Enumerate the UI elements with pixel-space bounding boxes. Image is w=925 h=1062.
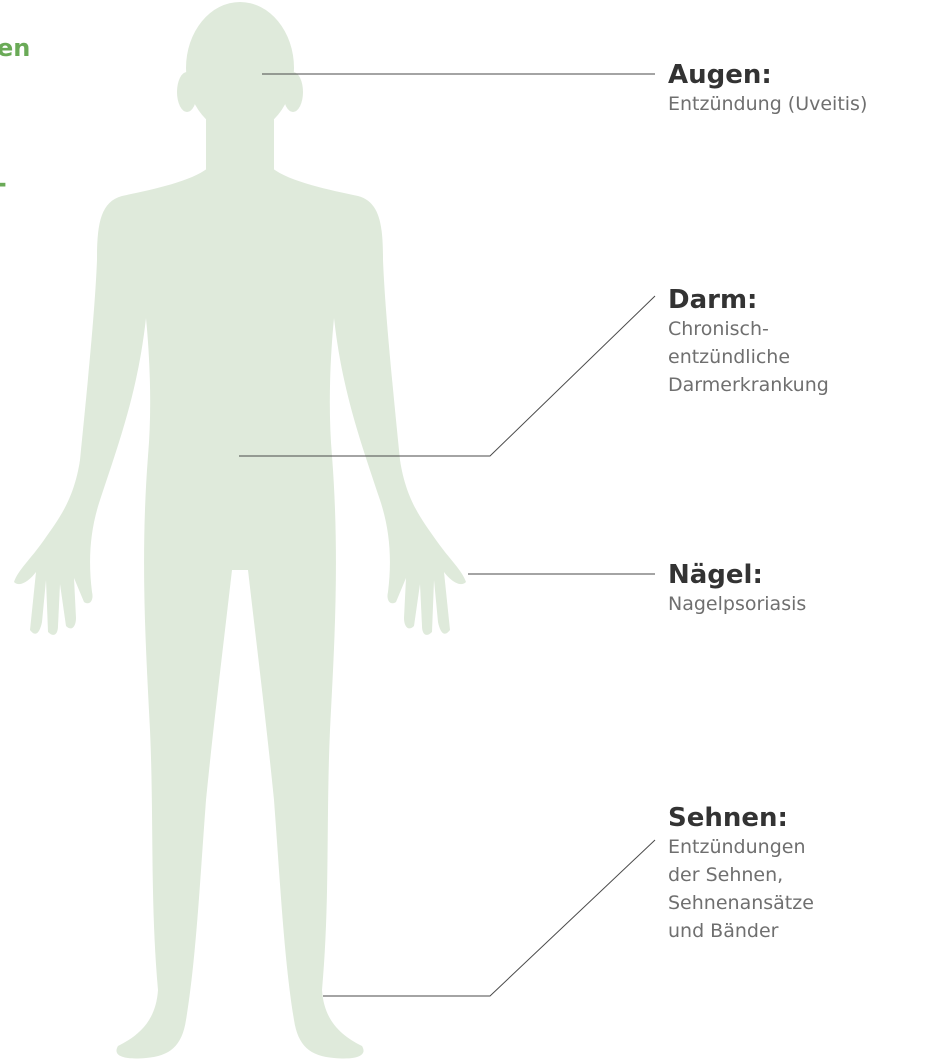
callout-desc-line: Nagelpsoriasis — [668, 590, 806, 618]
callout-augen: Augen: Entzündung (Uveitis) — [668, 60, 867, 118]
callout-desc-line: und Bänder — [668, 917, 814, 945]
callout-desc-naegel: Nagelpsoriasis — [668, 590, 806, 618]
callout-title-darm: Darm: — [668, 285, 829, 315]
body-silhouette — [14, 2, 466, 1059]
callout-desc-line: Entzündung (Uveitis) — [668, 90, 867, 118]
callout-desc-line: Darmerkrankung — [668, 371, 829, 399]
cut-off-heading-fragment-dash: - — [0, 171, 7, 197]
callout-desc-line: Entzündungen — [668, 833, 814, 861]
callout-title-sehnen: Sehnen: — [668, 803, 814, 833]
callout-desc-sehnen: Entzündungen der Sehnen, Sehnenansätze u… — [668, 833, 814, 945]
callout-desc-line: Chronisch- — [668, 315, 829, 343]
callout-title-augen: Augen: — [668, 60, 867, 90]
callout-desc-augen: Entzündung (Uveitis) — [668, 90, 867, 118]
callout-desc-line: der Sehnen, — [668, 861, 814, 889]
cut-off-heading-fragment: en — [0, 36, 30, 60]
callout-sehnen: Sehnen: Entzündungen der Sehnen, Sehnena… — [668, 803, 814, 945]
callout-darm: Darm: Chronisch- entzündliche Darmerkran… — [668, 285, 829, 399]
callout-desc-darm: Chronisch- entzündliche Darmerkrankung — [668, 315, 829, 399]
callout-desc-line: entzündliche — [668, 343, 829, 371]
callout-title-naegel: Nägel: — [668, 560, 806, 590]
callout-naegel: Nägel: Nagelpsoriasis — [668, 560, 806, 618]
callout-desc-line: Sehnenansätze — [668, 889, 814, 917]
leader-line-sehnen — [323, 840, 655, 996]
